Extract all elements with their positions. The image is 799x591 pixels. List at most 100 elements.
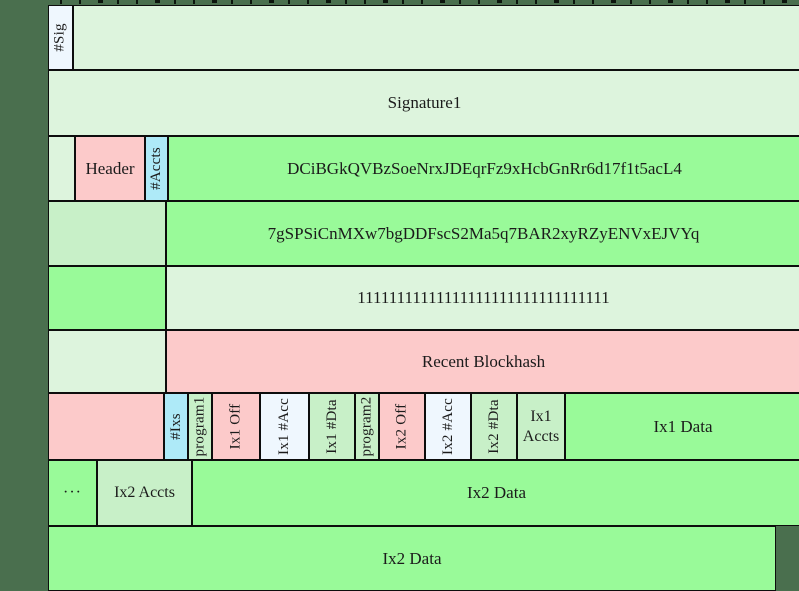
ruler-tick <box>326 0 331 3</box>
ruler-tick <box>269 0 274 3</box>
ruler-tick <box>440 0 445 3</box>
ruler-tick <box>250 0 252 4</box>
ruler-tick <box>421 0 423 4</box>
ellipsis-cell: ··· <box>48 460 97 526</box>
signature1-cell: Signature1 <box>48 70 799 136</box>
num-accounts-cell: #Accts <box>145 136 168 201</box>
ruler-tick <box>212 0 217 3</box>
row7-spacer-cell <box>48 393 164 460</box>
ix1-num-data-cell: Ix1 #Dta <box>309 393 355 460</box>
account1-address-cell: DCiBGkQVBzSoeNrxJDEqrFz9xHcbGnRr6d17f1t5… <box>168 136 799 201</box>
row-ix2-accounts-data: ··· Ix2 Accts Ix2 Data <box>48 460 799 526</box>
row-header-account1: Header #Accts DCiBGkQVBzSoeNrxJDEqrFz9xH… <box>48 136 799 201</box>
signatures-region-cell <box>73 5 799 70</box>
ruler-tick <box>174 0 176 4</box>
ruler-tick <box>706 0 708 4</box>
row-ix2-data-continued: Ix2 Data <box>48 526 776 591</box>
ix1-program-label: program1 <box>191 396 208 457</box>
ix1-program-cell: program1 <box>188 393 212 460</box>
ruler-tick <box>231 0 233 4</box>
ruler-tick <box>763 0 765 4</box>
ruler-tick <box>155 0 160 3</box>
ix2-accounts-cell: Ix2 Accts <box>97 460 192 526</box>
ruler-tick <box>592 0 594 4</box>
ix1-num-accounts-cell: Ix1 #Acc <box>260 393 309 460</box>
ix2-num-accounts-cell: Ix2 #Acc <box>425 393 471 460</box>
num-signatures-cell: #Sig <box>48 5 73 70</box>
ix1-num-accounts-label: Ix1 #Acc <box>276 398 292 455</box>
ix2-offset-label: Ix2 Off <box>393 403 410 450</box>
header-label: Header <box>85 158 135 178</box>
ruler-tick <box>725 0 730 3</box>
ix1-data-cell: Ix1 Data <box>565 393 799 460</box>
ruler-tick <box>744 0 746 4</box>
ruler-tick <box>307 0 309 4</box>
ruler-tick <box>497 0 502 3</box>
account1-address-label: DCiBGkQVBzSoeNrxJDEqrFz9xHcbGnRr6d17f1t5… <box>287 158 682 178</box>
system-program-address-label: 11111111111111111111111111111111 <box>357 288 610 307</box>
ruler-tick <box>687 0 689 4</box>
header-cell: Header <box>75 136 145 201</box>
ruler-tick <box>288 0 290 4</box>
row-instruction-headers: #Ixs program1 Ix1 Off Ix1 #Acc Ix1 #Dta … <box>48 393 799 460</box>
ruler-tick <box>117 0 119 4</box>
signature1-label: Signature1 <box>387 93 462 112</box>
account2-address-cell: 7gSPSiCnMXw7bgDDFscS2Ma5q7BAR2xyRZyENVxE… <box>166 201 799 266</box>
ruler-tick <box>402 0 404 4</box>
num-instructions-label: #Ixs <box>167 413 184 440</box>
row-signature-count: #Sig <box>48 5 799 70</box>
ruler-tick <box>611 0 616 3</box>
ruler-tick <box>668 0 673 3</box>
ruler-tick <box>193 0 195 4</box>
ruler-tick <box>383 0 388 3</box>
ix1-accounts-cell: Ix1 Accts <box>517 393 565 460</box>
ruler-tick <box>459 0 461 4</box>
num-accounts-label: #Accts <box>148 147 165 190</box>
ix1-offset-label: Ix1 Off <box>227 403 244 450</box>
row-signature1: Signature1 <box>48 70 799 136</box>
row3-spacer-cell <box>48 136 75 201</box>
ix2-offset-cell: Ix2 Off <box>379 393 425 460</box>
ruler-tick <box>364 0 366 4</box>
ix1-data-label: Ix1 Data <box>653 416 713 436</box>
row-recent-blockhash: Recent Blockhash <box>48 330 799 393</box>
ruler-tick <box>782 0 787 3</box>
ruler-tick <box>60 0 62 4</box>
ruler-tick <box>554 0 559 3</box>
row-system-program: 11111111111111111111111111111111 <box>48 266 799 330</box>
ix2-accounts-label: Ix2 Accts <box>114 484 175 502</box>
recent-blockhash-label: Recent Blockhash <box>421 351 546 371</box>
ruler-tick <box>535 0 537 4</box>
row4-spacer-cell <box>48 201 166 266</box>
ruler-tick <box>136 0 138 4</box>
ix2-data-cell: Ix2 Data <box>192 460 799 526</box>
ix2-data-continued-label: Ix2 Data <box>382 548 442 568</box>
ix2-data-continued-cell: Ix2 Data <box>48 526 776 591</box>
ix2-program-cell: program2 <box>355 393 379 460</box>
ellipsis-label: ··· <box>63 484 82 501</box>
row-account2: 7gSPSiCnMXw7bgDDFscS2Ma5q7BAR2xyRZyENVxE… <box>48 201 799 266</box>
ruler-tick <box>345 0 347 4</box>
ix2-num-accounts-label: Ix2 #Acc <box>439 398 456 455</box>
ix2-data-label: Ix2 Data <box>466 483 526 502</box>
ix2-program-label: program2 <box>358 396 375 457</box>
ruler-tick <box>478 0 480 4</box>
ruler-tick <box>98 0 103 3</box>
ix2-num-data-cell: Ix2 #Dta <box>471 393 517 460</box>
recent-blockhash-cell: Recent Blockhash <box>166 330 799 393</box>
ix2-num-data-label: Ix2 #Dta <box>485 399 502 454</box>
row6-spacer-cell <box>48 330 166 393</box>
ruler-tick <box>573 0 575 4</box>
ruler-tick <box>649 0 651 4</box>
ix1-accounts-label: Ix1 Accts <box>522 408 560 445</box>
ruler-tick <box>79 0 81 4</box>
num-signatures-label: #Sig <box>52 23 68 52</box>
ruler-tick <box>516 0 518 4</box>
ix1-num-data-label: Ix1 #Dta <box>323 399 340 454</box>
ruler-tick <box>630 0 632 4</box>
ix1-offset-cell: Ix1 Off <box>212 393 260 460</box>
account2-address-label: 7gSPSiCnMXw7bgDDFscS2Ma5q7BAR2xyRZyENVxE… <box>267 223 700 243</box>
row5-spacer-cell <box>48 266 166 330</box>
num-instructions-cell: #Ixs <box>164 393 188 460</box>
